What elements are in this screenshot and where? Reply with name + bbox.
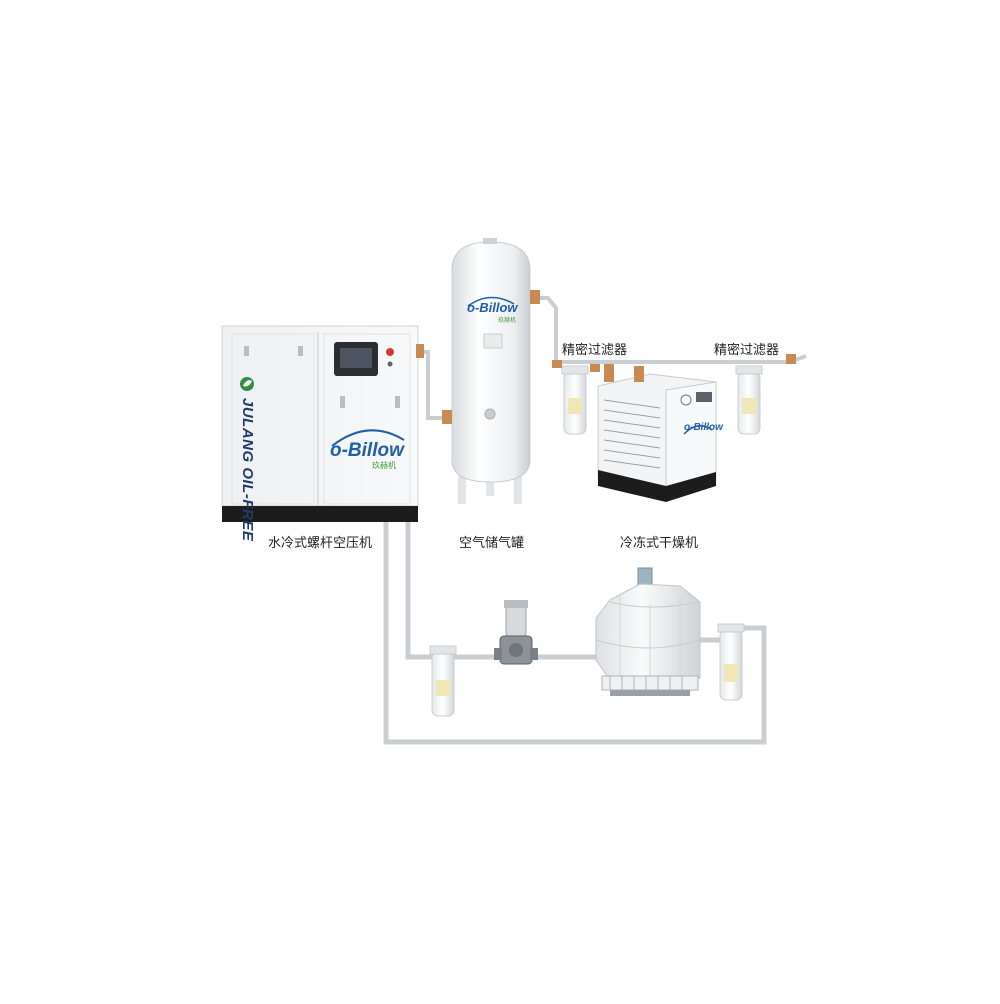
filter-right-label: 精密过滤器 — [714, 343, 780, 358]
air-storage-tank — [442, 238, 540, 504]
cooling-tower — [595, 567, 701, 696]
pressure-gauge-icon — [680, 394, 692, 406]
compressor-logo-subtext: 玖赫机 — [372, 461, 396, 470]
emergency-stop-button — [386, 348, 394, 356]
compressor-logo-text: o-Billow — [330, 440, 404, 461]
precision-filter-right — [735, 354, 796, 435]
tank-outlet-valve-icon — [530, 290, 540, 304]
dryer-base — [598, 470, 716, 502]
compressor-base — [222, 506, 418, 522]
dryer-logo-text: o-Billow — [684, 422, 723, 433]
tank-label: 空气储气罐 — [459, 536, 525, 551]
water-filter-left — [429, 645, 457, 717]
filter-left-label: 精密过滤器 — [562, 343, 628, 358]
circulation-pump — [494, 600, 538, 665]
dryer-label: 冷冻式干燥机 — [620, 536, 699, 551]
tank-inlet-valve-icon — [442, 410, 452, 424]
screw-air-compressor — [221, 325, 424, 522]
precision-filter-left — [552, 360, 600, 435]
outlet-valve-icon — [416, 344, 424, 358]
water-filter-right — [717, 623, 745, 701]
tank-logo-text: o-Billow — [467, 300, 518, 315]
compressor-label: 水冷式螺杆空压机 — [268, 536, 373, 551]
refrigerated-dryer — [597, 364, 717, 502]
tank-logo-subtext: 玖赫机 — [498, 317, 517, 324]
compressor-brand-text: JULANG OIL-FREE — [239, 398, 256, 542]
